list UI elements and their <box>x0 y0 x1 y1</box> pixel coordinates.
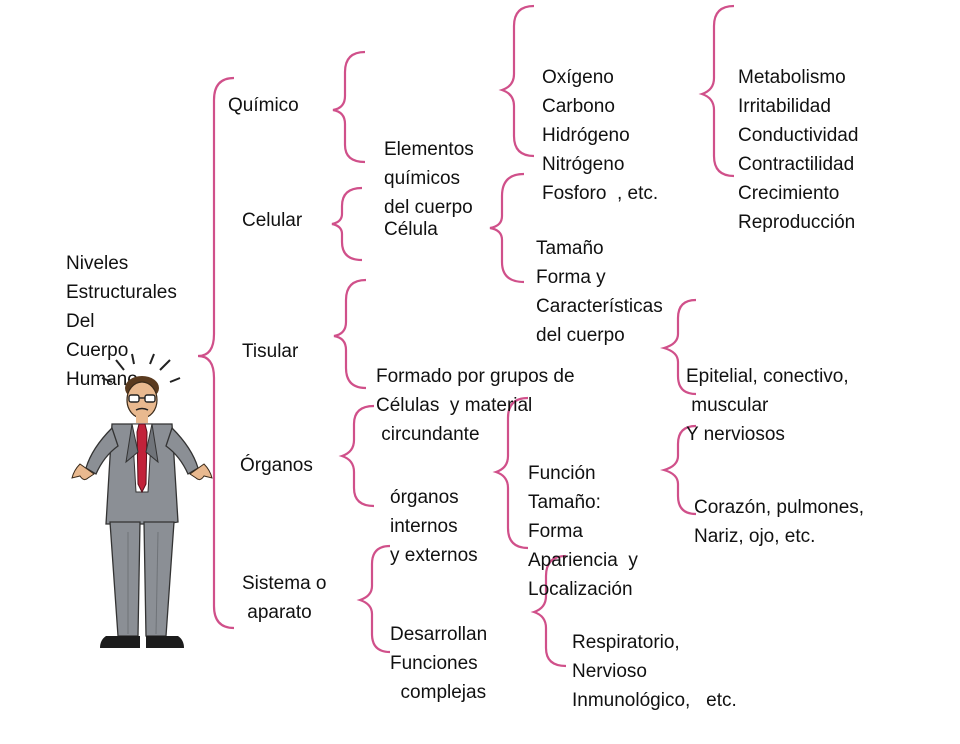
bracket-metabolismo <box>698 4 735 178</box>
brackets <box>197 4 735 668</box>
organos-ejemplos-list: Corazón, pulmones,Nariz, ojo, etc. <box>694 497 865 547</box>
bracket-celula <box>489 172 525 284</box>
bracket-oxigeno <box>498 4 535 158</box>
celular-celula: Célula <box>384 219 438 240</box>
main-bracket <box>197 76 235 630</box>
bracket-epitelial <box>660 298 697 396</box>
bracket-organos <box>338 404 375 508</box>
bracket-respiratorio <box>530 554 567 668</box>
level-tisular: Tisular <box>242 341 299 362</box>
level-celular: Celular <box>242 210 303 231</box>
bracket-funcion <box>492 396 529 550</box>
bracket-sistema <box>356 544 391 654</box>
confused-businessman-icon <box>71 353 213 648</box>
bracket-celular <box>331 186 363 262</box>
bracket-quimico <box>332 50 366 164</box>
level-sistema: Sistema o aparato <box>242 573 327 623</box>
bracket-corazon <box>660 424 697 516</box>
level-quimico: Químico <box>228 95 299 116</box>
bracket-tisular <box>333 278 367 390</box>
level-organos: Órganos <box>240 455 313 476</box>
